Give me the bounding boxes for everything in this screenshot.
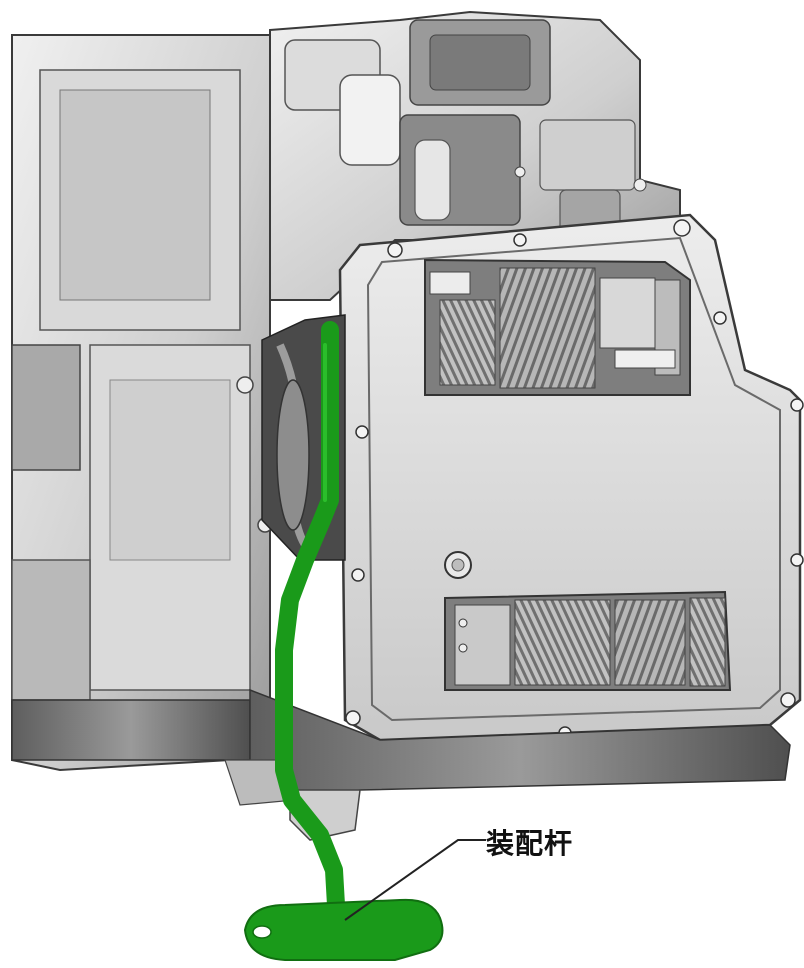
- callout-label-assembly-rod: 装配杆: [486, 827, 574, 860]
- lower-gear-window: [444, 590, 732, 691]
- callout-leader-line: [344, 839, 486, 921]
- assembly-rod-tool: [243, 321, 444, 961]
- left-housing: [11, 34, 273, 772]
- upper-gear-window: [424, 258, 691, 396]
